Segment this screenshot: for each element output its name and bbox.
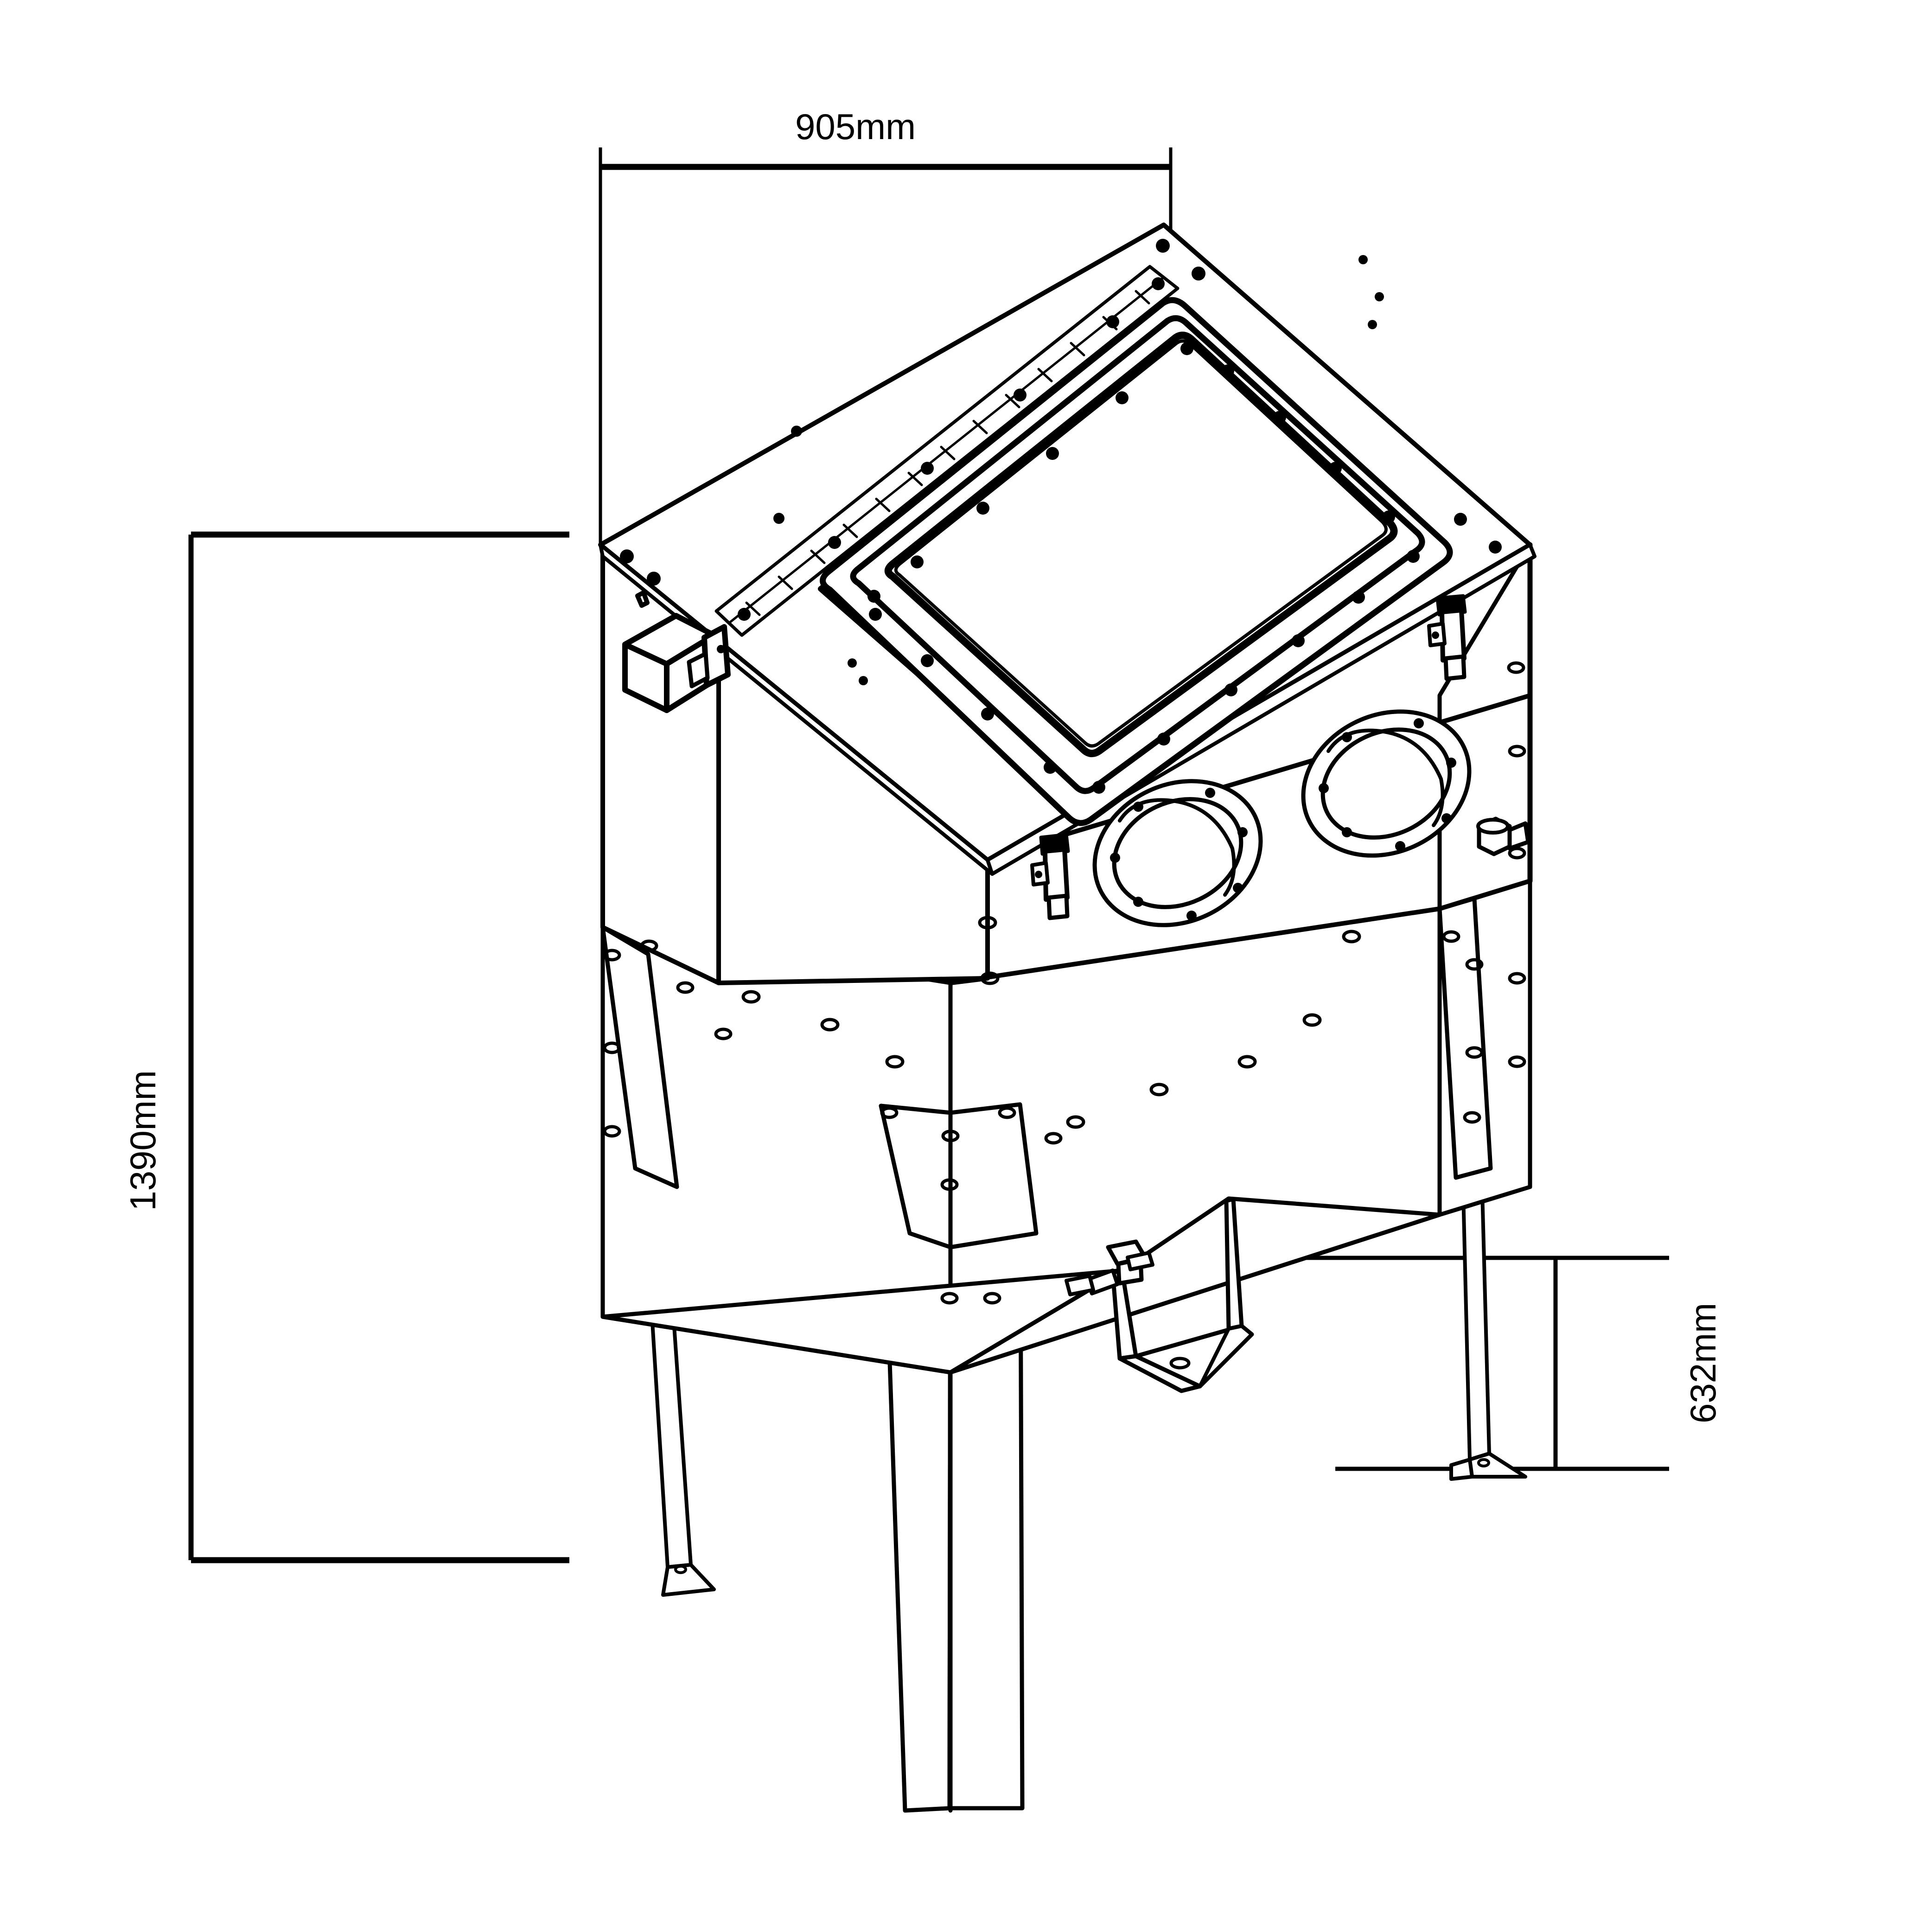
dimension-label-height: 1390mm [122, 1070, 163, 1211]
toggle-latch-right [1427, 594, 1467, 681]
air-inlet-fitting [1476, 816, 1530, 856]
body-fasteners [603, 661, 1526, 1305]
drain-chute [1110, 1197, 1254, 1393]
dimension-height-1390 [188, 531, 569, 1563]
window-fasteners [867, 342, 1420, 794]
glove-port-left [1092, 779, 1263, 927]
dimension-label-width: 905mm [795, 106, 916, 147]
light-switch-box [622, 590, 731, 713]
cabinet-assembly [598, 223, 1537, 1813]
leg-brackets [600, 896, 1493, 1250]
dimension-label-leg-height: 632mm [1683, 1303, 1723, 1423]
drain-chute-latch [1065, 1239, 1154, 1296]
toggle-latch-left [1030, 833, 1070, 920]
top-panel-fasteners [620, 239, 1502, 685]
piano-hinge [714, 265, 1180, 637]
viewing-window-glass [884, 332, 1398, 758]
glove-port-right [1301, 709, 1472, 858]
